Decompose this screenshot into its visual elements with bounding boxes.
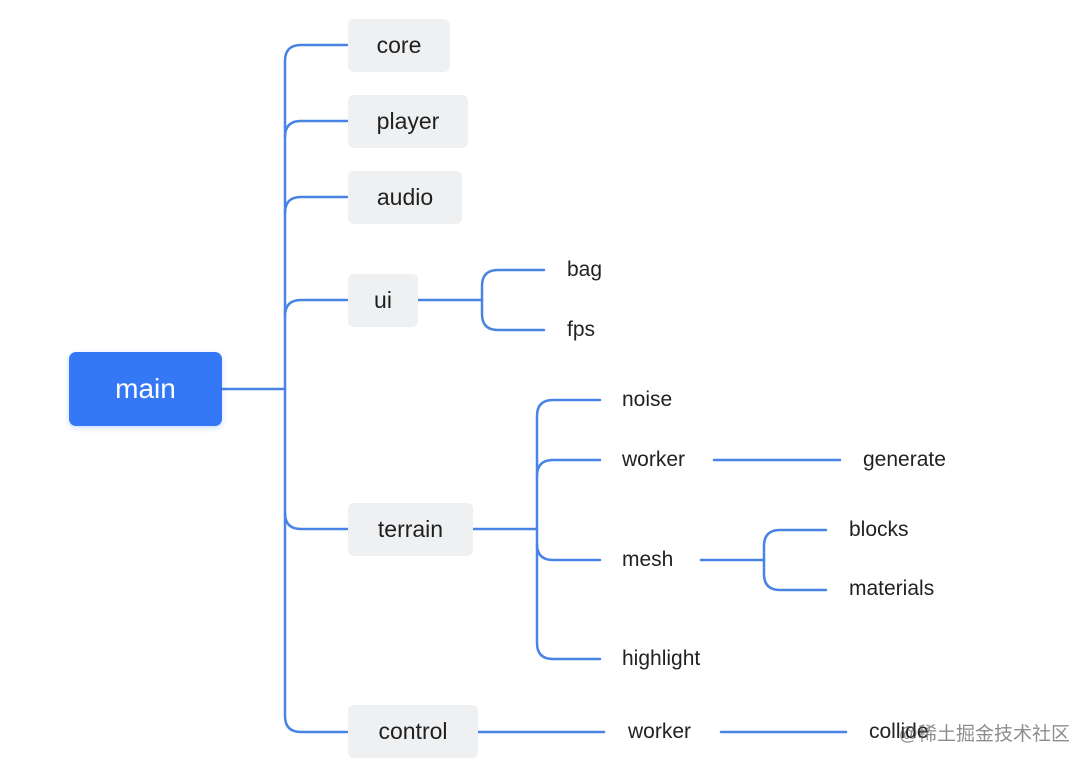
node-noise[interactable]: noise xyxy=(622,388,673,411)
connector-mesh xyxy=(535,542,602,562)
node-collide[interactable]: collide xyxy=(869,720,929,743)
node-materials[interactable]: materials xyxy=(849,577,935,600)
connector-noise xyxy=(535,398,602,661)
node-core[interactable]: core xyxy=(348,19,450,72)
node-player[interactable]: player xyxy=(348,95,468,148)
connector-audio xyxy=(283,195,349,215)
connector-player xyxy=(283,119,349,139)
node-bag[interactable]: bag xyxy=(567,258,603,281)
node-highlight[interactable]: highlight xyxy=(622,647,701,670)
connector-blocks xyxy=(762,528,828,592)
node-fps[interactable]: fps xyxy=(567,318,596,341)
watermark-text: @稀土掘金技术社区 xyxy=(898,724,1070,745)
connector-core xyxy=(283,43,349,391)
node-control[interactable]: control xyxy=(348,705,478,758)
node-terrain[interactable]: terrain xyxy=(348,503,473,556)
node-audio[interactable]: audio xyxy=(348,171,462,224)
node-generate[interactable]: generate xyxy=(863,448,946,471)
node-control-worker[interactable]: worker xyxy=(628,720,692,743)
connector-ui xyxy=(283,298,349,318)
node-blocks[interactable]: blocks xyxy=(849,518,909,541)
root-node-main[interactable]: main xyxy=(69,352,222,426)
connector-bag xyxy=(480,268,546,332)
node-ui[interactable]: ui xyxy=(348,274,418,327)
connector-terrain-worker xyxy=(535,458,602,478)
connector-terrain xyxy=(283,387,349,531)
node-mesh[interactable]: mesh xyxy=(622,548,674,571)
connector-control xyxy=(283,511,349,734)
node-terrain-worker[interactable]: worker xyxy=(622,448,686,471)
